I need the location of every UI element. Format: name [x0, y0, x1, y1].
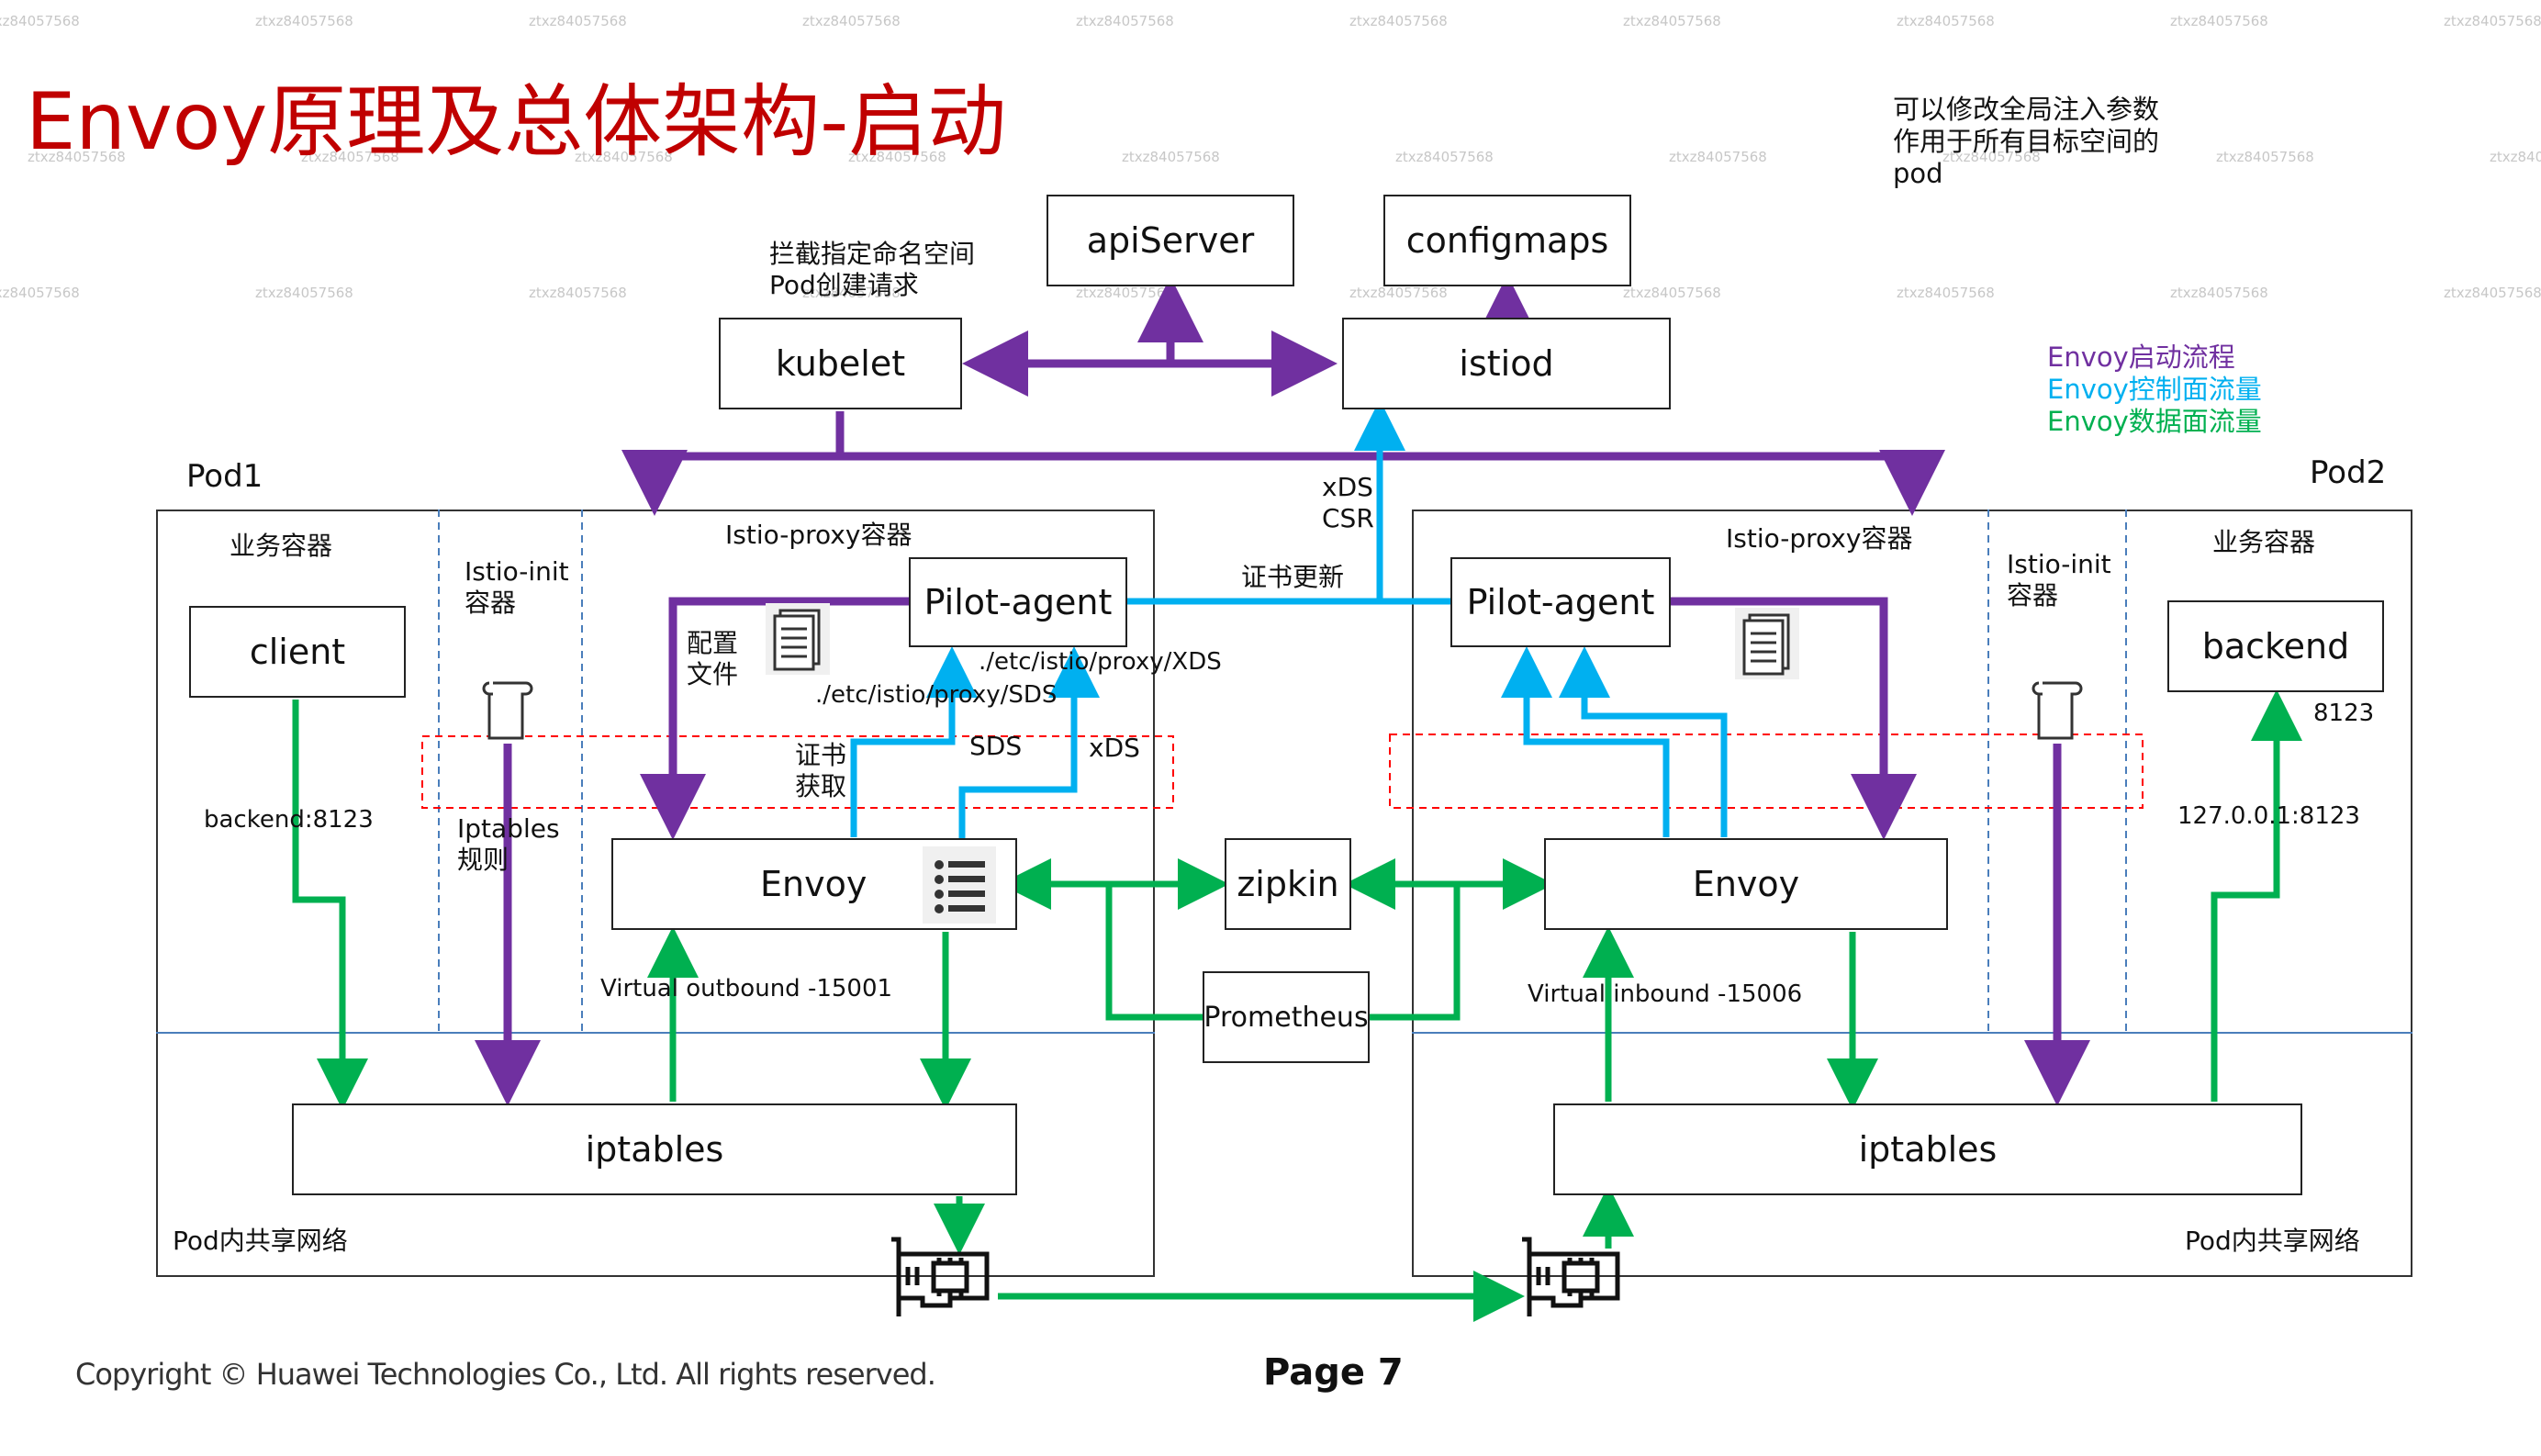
note-line-2: 作用于所有目标空间的	[1893, 126, 2160, 157]
istio-init-label-1a: Istio-init	[465, 556, 569, 587]
xds-label: xDS	[1322, 472, 1373, 502]
legend-data-plane: Envoy数据面流量	[2047, 406, 2262, 437]
iptables-1-box: iptables	[292, 1103, 1017, 1195]
watermark-text: ztxz84057568	[802, 285, 901, 301]
page-number: Page 7	[1263, 1351, 1404, 1394]
cert-update-label: 证书更新	[1241, 562, 1345, 592]
list-icon	[923, 846, 996, 924]
watermark-text: ztxz84057568	[301, 149, 399, 165]
istio-proxy-label-1: Istio-proxy容器	[725, 520, 912, 550]
client-box: client	[189, 606, 406, 698]
watermark-text: ztxz84057568	[255, 13, 353, 29]
istio-init-label-2a: Istio-init	[2007, 549, 2111, 579]
business-container-label-1: 业务容器	[229, 531, 333, 561]
apiserver-box: apiServer	[1047, 195, 1294, 286]
pod1-label: Pod1	[186, 458, 263, 495]
localhost-port-label: 127.0.0.1:8123	[2177, 802, 2360, 830]
watermark-text: ztxz84057568	[1623, 285, 1721, 301]
watermark-text: ztxz84057568	[28, 149, 126, 165]
pilot-agent-1-box: Pilot-agent	[909, 557, 1127, 647]
legend-start-flow: Envoy启动流程	[2047, 342, 2235, 373]
watermark-text: ztxz84057568	[1395, 149, 1494, 165]
watermark-text: ztxz84057568	[1349, 13, 1448, 29]
watermark-text: ztxz84057568	[529, 285, 627, 301]
kubelet-box: kubelet	[719, 318, 962, 409]
config-file-icon	[766, 603, 830, 675]
inbound-label: Virtual inbound -15006	[1528, 980, 1803, 1008]
shared-network-label-1: Pod内共享网络	[173, 1226, 348, 1256]
backend-port-8123-label: 8123	[2313, 700, 2375, 727]
note-line-1: 可以修改全局注入参数	[1893, 94, 2160, 125]
configmaps-box: configmaps	[1383, 195, 1631, 286]
network-card-icon	[886, 1234, 996, 1322]
watermark-text: ztxz84057568	[2490, 149, 2541, 165]
watermark-text: ztxz84057568	[1897, 285, 1995, 301]
watermark-text: ztxz84057568	[575, 149, 673, 165]
watermark-text: ztxz84057568	[1349, 285, 1448, 301]
cert-fetch-label-a: 证书	[795, 740, 847, 770]
backend-box: backend	[2167, 600, 2384, 692]
business-container-label-2: 业务容器	[2212, 527, 2316, 557]
watermark-text: ztxz84057568	[1122, 149, 1220, 165]
backend-port-label: backend:8123	[204, 806, 374, 834]
zipkin-box: zipkin	[1225, 838, 1351, 930]
csr-label: CSR	[1322, 503, 1374, 533]
xds-path-label: ./etc/istio/proxy/XDS	[979, 648, 1222, 676]
scroll-icon-2	[2032, 678, 2087, 744]
scroll-icon	[482, 678, 537, 744]
legend-control-plane: Envoy控制面流量	[2047, 374, 2262, 405]
note-line-3: pod	[1893, 158, 1943, 189]
sds-path-label: ./etc/istio/proxy/SDS	[815, 681, 1058, 709]
shared-network-label-2: Pod内共享网络	[2185, 1226, 2360, 1256]
envoy-2-box: Envoy	[1544, 838, 1948, 930]
watermark-text: ztxz84057568	[1942, 149, 2041, 165]
config-file-label-b: 文件	[687, 659, 739, 689]
config-file-label-a: 配置	[687, 628, 739, 658]
iptables-rule-label-a: Iptables	[457, 813, 560, 844]
kubelet-note-line-1: 拦截指定命名空间	[769, 239, 976, 269]
watermark-text: ztxz84057568	[802, 13, 901, 29]
watermark-text: ztxz84057568	[848, 149, 946, 165]
xds-label-2: xDS	[1089, 733, 1140, 763]
prometheus-box: Prometheus	[1203, 971, 1370, 1063]
istio-init-label-1b: 容器	[465, 588, 517, 618]
watermark-text: ztxz84057568	[2216, 149, 2314, 165]
watermark-text: ztxz84057568	[1669, 149, 1767, 165]
watermark-text: ztxz84057568	[1623, 13, 1721, 29]
iptables-2-box: iptables	[1553, 1103, 2302, 1195]
watermark-text: ztxz84057568	[529, 13, 627, 29]
copyright-text: Copyright © Huawei Technologies Co., Ltd…	[75, 1357, 936, 1392]
sds-label: SDS	[969, 731, 1023, 761]
watermark-text: ztxz84057568	[2444, 13, 2541, 29]
istiod-box: istiod	[1342, 318, 1671, 409]
watermark-text: ztxz84057568	[0, 285, 80, 301]
watermark-text: ztxz84057568	[2444, 285, 2541, 301]
kubelet-note-line-2: Pod创建请求	[769, 270, 919, 300]
watermark-text: ztxz84057568	[1897, 13, 1995, 29]
network-card-icon-2	[1517, 1234, 1627, 1322]
iptables-rule-label-b: 规则	[457, 845, 509, 875]
istio-init-label-2b: 容器	[2007, 580, 2059, 610]
pod2-label: Pod2	[2310, 454, 2387, 491]
config-file-icon-2	[1735, 608, 1799, 679]
watermark-text: ztxz84057568	[0, 13, 80, 29]
cert-fetch-label-b: 获取	[795, 771, 847, 801]
outbound-label: Virtual outbound -15001	[600, 975, 893, 1002]
istio-proxy-label-2: Istio-proxy容器	[1726, 523, 1913, 554]
page-title: Envoy原理及总体架构-启动	[26, 76, 1007, 168]
pilot-agent-2-box: Pilot-agent	[1450, 557, 1671, 647]
watermark-text: ztxz84057568	[2170, 13, 2268, 29]
watermark-text: ztxz84057568	[1076, 13, 1174, 29]
watermark-text: ztxz84057568	[255, 285, 353, 301]
watermark-text: ztxz84057568	[2170, 285, 2268, 301]
